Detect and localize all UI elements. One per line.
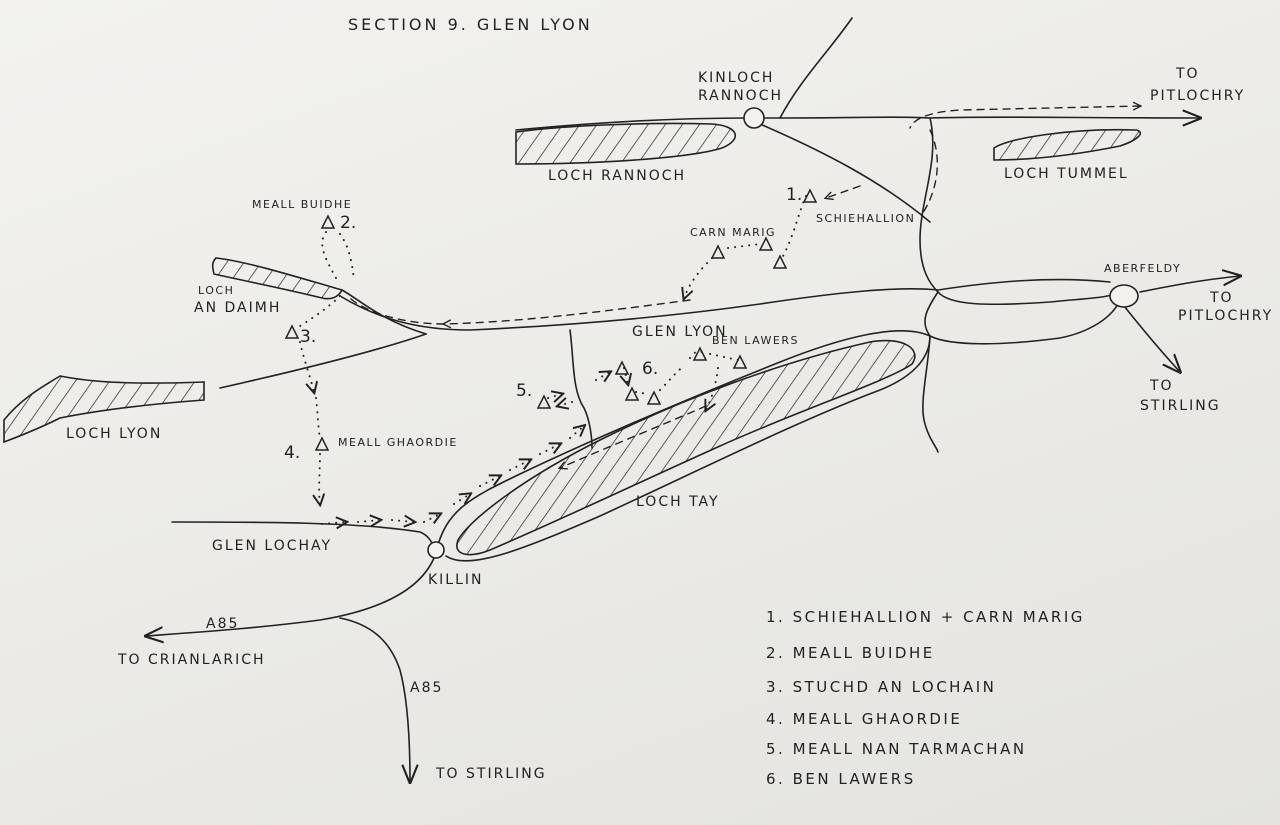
route-number-5: 5. xyxy=(516,381,532,401)
legend: 1. SCHIEHALLION + CARN MARIG 2. MEALL BU… xyxy=(766,608,1085,788)
label-loch-lyon: LOCH LYON xyxy=(66,426,162,442)
label-loch-tay: LOCH TAY xyxy=(636,494,720,510)
route-number-3: 3. xyxy=(300,327,316,347)
legend-item-4: 4. MEALL GHAORDIE xyxy=(766,710,962,728)
town-kinloch-rannoch xyxy=(743,107,765,129)
route-number-2: 2. xyxy=(340,213,356,233)
town-killin xyxy=(427,541,445,559)
label-schiehallion: SCHIEHALLION xyxy=(816,212,915,225)
label-loch-tummel: LOCH TUMMEL xyxy=(1004,166,1129,182)
label-kinloch-2: RANNOCH xyxy=(698,88,783,104)
label-meall-ghaordie: MEALL GHAORDIE xyxy=(338,436,458,449)
label-to-crianlarich: TO CRIANLARICH xyxy=(117,652,266,668)
loch-an-daimh xyxy=(211,257,344,300)
legend-item-2: 2. MEALL BUIDHE xyxy=(766,644,935,662)
loch-tay xyxy=(456,339,916,556)
label-ben-lawers: BEN LAWERS xyxy=(712,334,799,347)
road-rannoch-pitlochry xyxy=(515,117,1200,131)
town-aberfeldy xyxy=(1109,284,1139,308)
legend-item-5: 5. MEALL NAN TARMACHAN xyxy=(766,740,1027,758)
label-loch-an-daimh-2: AN DAIMH xyxy=(194,300,281,316)
label-meall-buidhe: MEALL BUIDHE xyxy=(252,198,352,211)
route-number-1: 1. xyxy=(786,185,802,205)
legend-item-1: 1. SCHIEHALLION + CARN MARIG xyxy=(766,608,1085,626)
label-carn-marig: CARN MARIG xyxy=(690,226,776,239)
legend-item-6: 6. BEN LAWERS xyxy=(766,770,916,788)
route-number-4: 4. xyxy=(284,443,300,463)
route-number-6: 6. xyxy=(642,359,658,379)
label-loch-rannoch: LOCH RANNOCH xyxy=(548,168,686,184)
label-to-stirling-bottom: TO STIRLING xyxy=(435,766,547,782)
peak-markers xyxy=(284,188,818,451)
label-glen-lyon: GLEN LYON xyxy=(632,324,728,340)
label-a85-south: A85 xyxy=(410,680,443,696)
label-to-stirling-right-1: TO xyxy=(1149,378,1174,394)
legend-item-3: 3. STUCHD AN LOCHAIN xyxy=(766,678,996,696)
label-a85-west: A85 xyxy=(206,616,239,632)
label-to-pitlochry-right-2: PITLOCHRY xyxy=(1178,308,1273,324)
label-to-stirling-right-2: STIRLING xyxy=(1140,398,1221,414)
label-kinloch-1: KINLOCH xyxy=(698,70,774,86)
label-aberfeldy: ABERFELDY xyxy=(1104,262,1181,275)
loch-rannoch xyxy=(515,122,736,165)
label-to-pitlochry-top-2: PITLOCHRY xyxy=(1150,88,1245,104)
label-to-pitlochry-right-1: TO xyxy=(1209,290,1234,306)
label-to-pitlochry-top-1: TO xyxy=(1175,66,1200,82)
label-glen-lochay: GLEN LOCHAY xyxy=(212,538,332,554)
loch-lyon xyxy=(3,375,205,444)
map-title: SECTION 9. GLEN LYON xyxy=(348,15,593,34)
loch-tummel xyxy=(993,128,1142,161)
label-loch-an-daimh-1: LOCH xyxy=(198,284,234,297)
label-killin: KILLIN xyxy=(428,572,484,588)
